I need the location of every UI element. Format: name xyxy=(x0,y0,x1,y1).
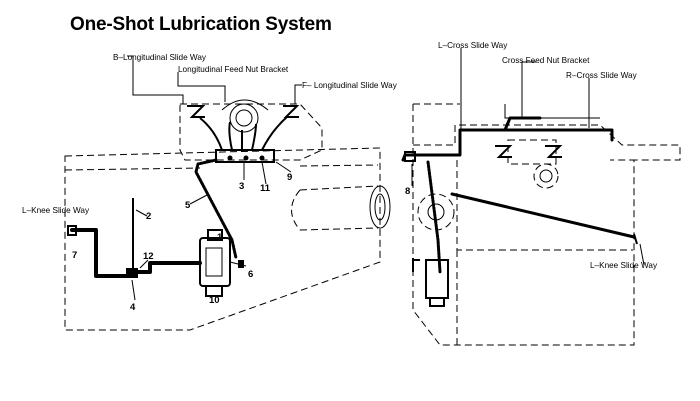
callout-10: 10 xyxy=(209,295,220,306)
callout-3: 3 xyxy=(239,181,244,192)
left-knee-outline xyxy=(64,147,381,331)
feed-nut-bracket xyxy=(229,103,259,133)
left-cylinder xyxy=(291,185,379,231)
left-view xyxy=(64,55,391,331)
fitting xyxy=(227,155,233,161)
callout-9: 9 xyxy=(287,172,292,183)
label-l-knee-slide-way-right: L–Knee Slide Way xyxy=(590,261,658,270)
label-l-knee-slide-way-left: L–Knee Slide Way xyxy=(22,206,90,215)
slide-way-right xyxy=(283,105,300,118)
elevating-gear xyxy=(417,193,455,231)
lubrication-pump xyxy=(199,237,231,287)
label-f-longitudinal-slide-way: F– Longitudinal Slide Way xyxy=(302,81,398,90)
callout-5: 5 xyxy=(185,200,191,211)
saddle-outline xyxy=(179,103,323,161)
callout-4: 4 xyxy=(130,302,136,313)
label-b-longitudinal-slide-way: B–Longitudinal Slide Way xyxy=(113,53,207,62)
right-coiled-line xyxy=(426,160,442,274)
label-r-cross-slide-way: R–Cross Slide Way xyxy=(566,71,638,80)
label-longitudinal-feed-nut-bracket: Longitudinal Feed Nut Bracket xyxy=(178,65,289,74)
slide-way-left xyxy=(187,105,206,118)
cylinder-end xyxy=(369,185,391,229)
callout-6: 6 xyxy=(248,269,253,280)
callout-8: 8 xyxy=(405,186,410,197)
knee-slide-way-line xyxy=(450,192,636,239)
cross-feed-nut-bracket xyxy=(507,139,557,165)
tee-fitting xyxy=(126,268,138,278)
callout-1: 1 xyxy=(217,232,223,243)
label-l-cross-slide-way: L–Cross Slide Way xyxy=(438,41,508,50)
right-view xyxy=(401,48,681,346)
diagram-title: One-Shot Lubrication System xyxy=(70,14,332,35)
callout-7: 7 xyxy=(72,250,77,261)
distribution-block xyxy=(215,149,275,163)
left-inner-lines xyxy=(64,164,379,171)
supply-line-5 xyxy=(194,158,238,260)
callout-11: 11 xyxy=(260,183,271,194)
cross-slide-way-pipe xyxy=(401,116,614,162)
callout-12: 12 xyxy=(143,251,154,262)
callout-2: 2 xyxy=(146,211,151,222)
label-cross-feed-nut-bracket: Cross Feed Nut Bracket xyxy=(502,56,590,65)
right-column-outline xyxy=(412,104,635,346)
